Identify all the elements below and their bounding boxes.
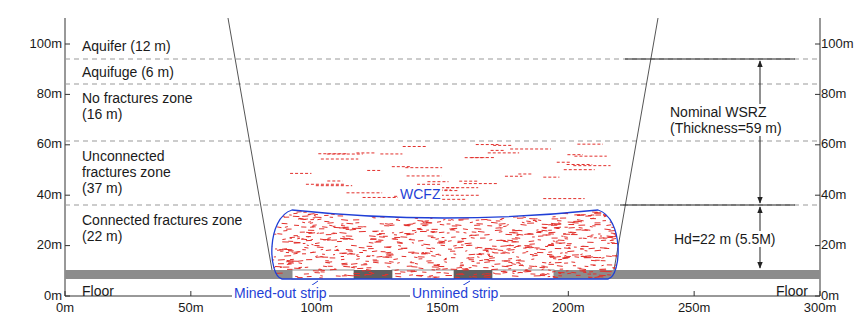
annotation-label: Aquifer (12 m) [82, 38, 171, 54]
axis-ticks [65, 44, 820, 296]
axis-label: 100m [20, 36, 62, 52]
annotation-label: Unmined strip [410, 285, 500, 301]
coal-seam [65, 270, 820, 279]
axis-label: 80m [20, 86, 62, 102]
wcfz-outline [272, 210, 618, 279]
axis-label: 100m [821, 36, 854, 52]
fracture-marks [270, 144, 624, 278]
axis-label: 0m [40, 300, 90, 316]
axis-label: 300m [795, 300, 845, 316]
axis-label: 200m [543, 300, 593, 316]
axis-label: 40m [20, 187, 62, 203]
axis-label: 80m [821, 86, 846, 102]
dimension-lines [620, 59, 795, 268]
annotation-label: Connected fractures zone (22 m) [82, 212, 257, 244]
trapezoid-boundary [228, 18, 658, 270]
axis-label: 0m [20, 288, 62, 304]
annotation-label: Nominal WSRZ (Thickness=59 m) [668, 104, 798, 136]
axis-label: 50m [166, 300, 216, 316]
annotation-label: Hd=22 m (5.5M) [672, 231, 778, 247]
axis-label: 60m [20, 136, 62, 152]
annotation-label: Unconnected fractures zone (37 m) [82, 148, 192, 196]
axis-label: 150m [417, 300, 467, 316]
axis-label: 20m [20, 237, 62, 253]
annotation-label: No fractures zone (16 m) [82, 90, 210, 122]
annotation-label: Floor [776, 283, 808, 299]
axis-frame [65, 18, 820, 296]
annotation-label: Mined-out strip [232, 285, 329, 301]
axis-label: 40m [821, 187, 846, 203]
annotation-label: Floor [82, 283, 114, 299]
axis-label: 100m [292, 300, 342, 316]
annotation-label: Aquifuge (6 m) [82, 64, 174, 80]
axis-label: 250m [669, 300, 719, 316]
layer-boundary [65, 59, 820, 205]
annotation-label: WCFZ [398, 186, 442, 202]
axis-label: 20m [821, 237, 846, 253]
axis-label: 60m [821, 136, 846, 152]
